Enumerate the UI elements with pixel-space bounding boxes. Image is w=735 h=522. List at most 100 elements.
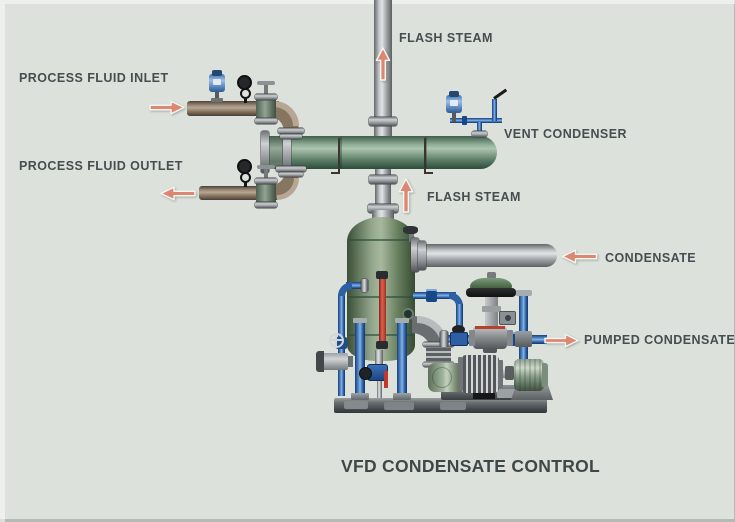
inlet-elbow-highlight — [274, 101, 299, 126]
valve-lever-handle — [493, 88, 508, 100]
inlet-flange — [278, 128, 304, 134]
transmitter-stem — [215, 92, 219, 101]
tubing-union — [462, 116, 467, 125]
hanger-foot — [331, 172, 340, 174]
sight-glass-bottom-fitting — [376, 341, 388, 349]
pressure-gauge — [237, 75, 252, 90]
sight-glass-top-fitting — [376, 271, 388, 279]
tank-seam — [349, 239, 413, 241]
actuator-diaphragm-dome — [470, 278, 512, 290]
leg-foot — [351, 393, 369, 400]
tank-leg — [397, 321, 407, 398]
label-condensate: CONDENSATE — [605, 251, 697, 265]
instrument-root-fitting — [472, 131, 487, 137]
vessel-spool — [269, 138, 283, 167]
transmitter-stem — [452, 113, 456, 122]
valve-side-flange — [507, 330, 513, 346]
outlet-flange — [276, 166, 306, 172]
transmitter-nozzle — [346, 356, 353, 367]
vent-valve-handle — [403, 226, 418, 234]
outlet-flange — [279, 172, 303, 177]
skid-plate — [384, 402, 414, 410]
vessel-weld-seam — [340, 137, 342, 168]
valve-bonnet — [255, 178, 277, 184]
skid-plate — [440, 402, 466, 410]
motor-end-cap — [542, 363, 548, 387]
vessel-left-flange — [283, 131, 291, 173]
instrument-tubing — [450, 118, 502, 123]
inlet-valve-body — [256, 96, 276, 122]
leg-foot — [393, 393, 411, 400]
label-pumped-condensate: PUMPED CONDENSATE — [584, 333, 735, 347]
suction-bellows — [426, 346, 451, 364]
shaft-coupling — [505, 366, 514, 380]
condensate-flange — [411, 238, 419, 272]
instrument-drop-tube — [477, 122, 482, 136]
valve-drain-nub — [483, 348, 497, 353]
transmitter-cap — [212, 70, 222, 76]
handwheel-spoke — [335, 334, 337, 347]
gate-valve-body — [450, 332, 468, 346]
valve-stem — [264, 85, 268, 98]
sense-line-elbow — [338, 282, 352, 296]
transmitter-display — [213, 79, 221, 85]
level-sight-glass — [379, 277, 386, 343]
pump-motor — [514, 359, 544, 391]
line-union — [426, 289, 437, 302]
riser-tee-fitting — [515, 331, 532, 347]
balance-line-drop — [456, 304, 463, 337]
valve-gasket — [475, 326, 505, 329]
flow-arrow-left-outlet-icon — [160, 186, 196, 201]
balance-line-elbow — [449, 292, 463, 306]
leg-cap — [353, 318, 367, 323]
sense-line-flange — [361, 279, 368, 292]
label-process-fluid-outlet: PROCESS FLUID OUTLET — [19, 159, 183, 173]
valve-stem — [264, 169, 268, 182]
pressure-gauge — [237, 159, 252, 174]
vessel-weld-seam — [425, 137, 427, 168]
sense-line-stub — [346, 282, 368, 289]
valve-side-flange — [469, 330, 475, 346]
flow-arrow-right-pumped-icon — [544, 333, 579, 348]
vent-condenser-vessel — [264, 136, 497, 169]
flow-arrow-up-top-icon — [375, 47, 391, 81]
pump-fin-stack — [461, 355, 499, 393]
skid-plate — [344, 401, 368, 409]
label-flash-steam-mid: FLASH STEAM — [427, 190, 521, 204]
vessel-left-flange — [261, 131, 269, 173]
pump-end-plate — [458, 357, 463, 391]
drain-tag — [384, 371, 388, 388]
pump-end-plate — [498, 360, 503, 388]
mid-pipe-flange — [369, 175, 397, 184]
actuator-lower-case — [466, 288, 516, 297]
label-flash-steam-top: FLASH STEAM — [399, 31, 493, 45]
tank-neck — [372, 210, 394, 220]
gate-valve-handle — [452, 325, 465, 334]
yoke-collar — [482, 306, 501, 312]
outlet-elbow-highlight — [277, 178, 299, 200]
valve-bonnet — [255, 94, 277, 100]
flow-arrow-right-inlet-icon — [149, 100, 185, 115]
valve-flange — [255, 202, 277, 208]
line-flange — [440, 331, 448, 347]
actuator-stem-nub — [487, 272, 496, 279]
bellows-flange — [423, 342, 454, 347]
transmitter-display — [450, 100, 458, 106]
vent-valve-stem — [409, 233, 414, 242]
valve-yoke — [485, 297, 498, 327]
condensate-flange — [418, 241, 426, 270]
level-transmitter — [321, 353, 348, 370]
control-valve-body — [473, 326, 507, 349]
outlet-valve-body — [256, 180, 276, 206]
leg-cap — [395, 318, 409, 323]
pump-volute-ring — [432, 367, 452, 388]
riser-flange — [369, 117, 397, 126]
drain-pipe — [375, 350, 383, 366]
label-process-fluid-inlet: PROCESS FLUID INLET — [19, 71, 169, 85]
drain-tail-pipe — [377, 381, 382, 398]
riser-cap — [515, 290, 532, 296]
pump-base-slot — [473, 390, 495, 399]
valve-handle — [257, 165, 275, 169]
isolation-valve-stub — [492, 99, 497, 121]
